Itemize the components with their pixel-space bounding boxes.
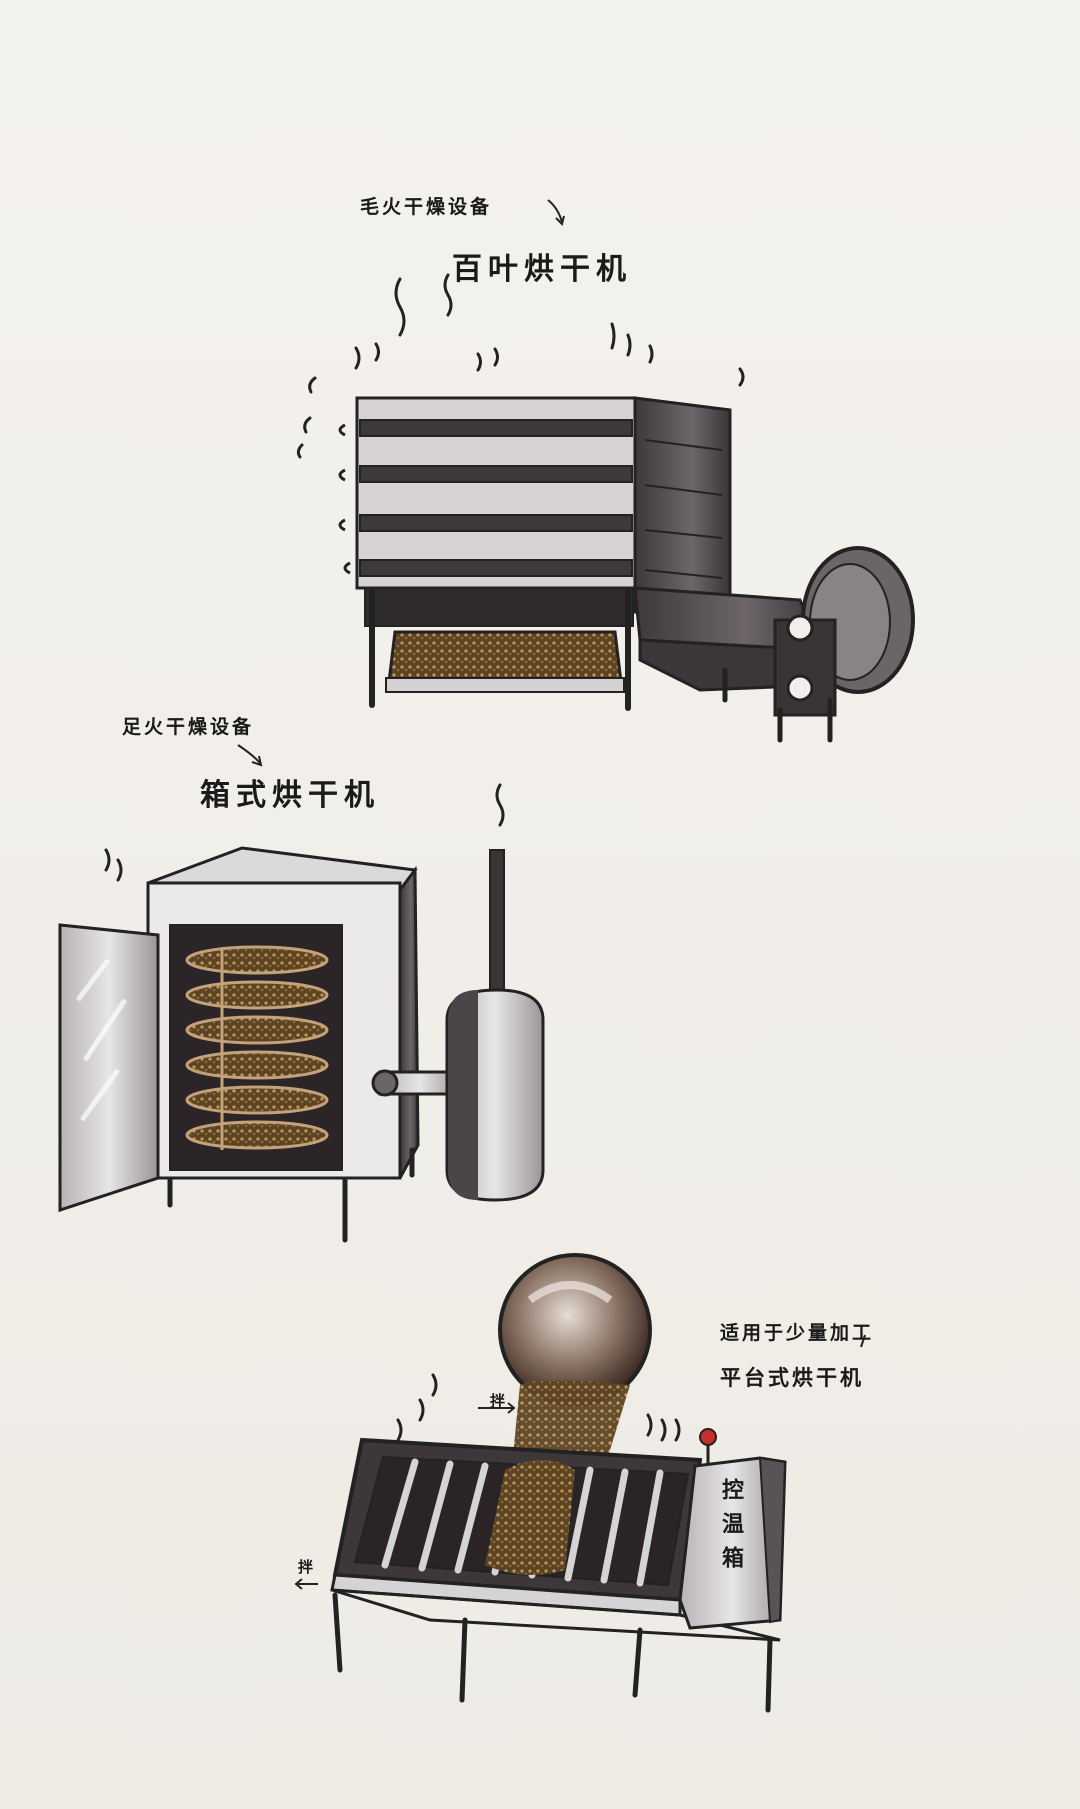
platform-dryer-drawing xyxy=(294,1253,866,1713)
louver-dryer-caption: 毛火干燥设备 xyxy=(360,196,493,218)
control-box-label: 控温箱 xyxy=(718,1478,743,1580)
box-dryer-drawing xyxy=(58,744,545,1243)
louver-dryer-drawing xyxy=(296,199,915,743)
box-dryer-title: 箱式烘干机 xyxy=(200,778,380,813)
steam-lines xyxy=(296,273,745,459)
platform-dryer-caption: 适用于少量加工 xyxy=(720,1322,875,1344)
louver-dryer-title: 百叶烘干机 xyxy=(452,252,632,287)
stir-note-left: 拌 xyxy=(298,1558,314,1576)
round-trays xyxy=(185,945,329,1150)
stir-note-top: 拌 xyxy=(490,1392,506,1410)
platform-dryer-title: 平台式烘干机 xyxy=(720,1366,864,1390)
box-dryer-caption: 足火干燥设备 xyxy=(122,716,255,738)
shelf-trays xyxy=(338,419,633,577)
